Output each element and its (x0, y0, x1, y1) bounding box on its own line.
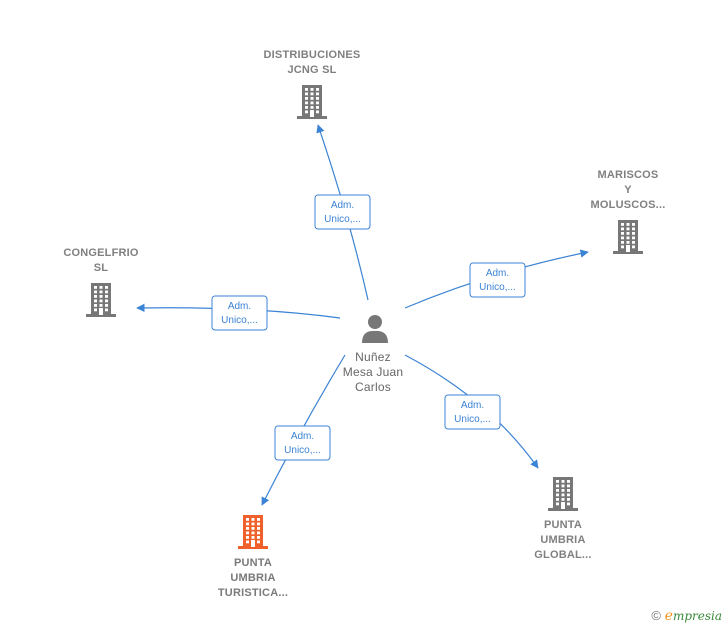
edge-label-box[interactable] (314, 194, 371, 230)
edge-mariscos[interactable]: Adm. Unico,... (404, 249, 589, 309)
company-node-distribuciones[interactable]: DISTRIBUCIONES JCNG SL (264, 49, 361, 119)
company-name: UMBRIA (230, 572, 275, 584)
edge-label-text: Adm. (331, 200, 354, 211)
edge-label-text: Unico,... (324, 214, 361, 225)
company-name: PUNTA (234, 557, 272, 569)
company-node-mariscos[interactable]: MARISCOS Y MOLUSCOS... (591, 169, 666, 254)
company-name: MARISCOS (598, 169, 659, 181)
company-node-punta-turistica[interactable]: PUNTA UMBRIA TURISTICA... (218, 515, 288, 599)
person-icon (362, 315, 388, 343)
empresia-logo-text: mpresia (672, 609, 722, 623)
building-icon (613, 220, 643, 254)
edge-label-text: Unico,... (284, 445, 321, 456)
company-node-punta-global[interactable]: PUNTA UMBRIA GLOBAL... (534, 477, 592, 561)
building-icon (238, 515, 268, 549)
company-name: GLOBAL... (534, 549, 591, 561)
edge-label-box[interactable] (469, 262, 526, 298)
person-name: Mesa Juan (343, 365, 404, 379)
nodes-layer: DISTRIBUCIONES JCNG SL MARISCOS Y MOLUSCOS..… (63, 49, 665, 599)
building-icon (86, 283, 116, 317)
person-name: Carlos (355, 380, 391, 394)
edge-label-text: Unico,... (454, 414, 491, 425)
company-name: SL (94, 262, 109, 274)
company-node-congelfrio[interactable]: CONGELFRIO SL (63, 247, 139, 317)
company-name: PUNTA (544, 519, 582, 531)
edge-distribuciones[interactable]: Adm. Unico,... (314, 124, 371, 301)
edge-label-box[interactable] (274, 425, 331, 461)
edge-label-box[interactable] (444, 394, 501, 430)
person-name: Nuñez (355, 350, 391, 364)
edge-label-box[interactable] (211, 295, 268, 331)
company-name: UMBRIA (540, 534, 585, 546)
edge-label-text: Unico,... (479, 282, 516, 293)
company-name: JCNG SL (287, 64, 336, 76)
company-name: DISTRIBUCIONES (264, 49, 361, 61)
edge-label-text: Adm. (228, 301, 251, 312)
edge-congelfrio[interactable]: Adm. Unico,... (136, 295, 341, 331)
edge-label-text: Adm. (461, 400, 484, 411)
empresia-logo-icon: e (664, 608, 673, 624)
edge-label-text: Adm. (486, 268, 509, 279)
edge-punta-turistica[interactable]: Adm. Unico,... (261, 354, 346, 506)
building-icon (297, 85, 327, 119)
edge-punta-global[interactable]: Adm. Unico,... (404, 354, 539, 469)
edges-layer: Adm.Unico,...Adm.Unico,...Adm.Unico,...A… (136, 124, 589, 506)
company-name: Y (624, 184, 632, 196)
company-name: CONGELFRIO (63, 247, 139, 259)
building-icon (548, 477, 578, 511)
company-name: MOLUSCOS... (591, 199, 666, 211)
edge-label-text: Unico,... (221, 315, 258, 326)
edge-label-text: Adm. (291, 431, 314, 442)
company-name: TURISTICA... (218, 587, 288, 599)
copyright-symbol: © (651, 608, 662, 623)
branding[interactable]: © empresia (651, 608, 722, 624)
